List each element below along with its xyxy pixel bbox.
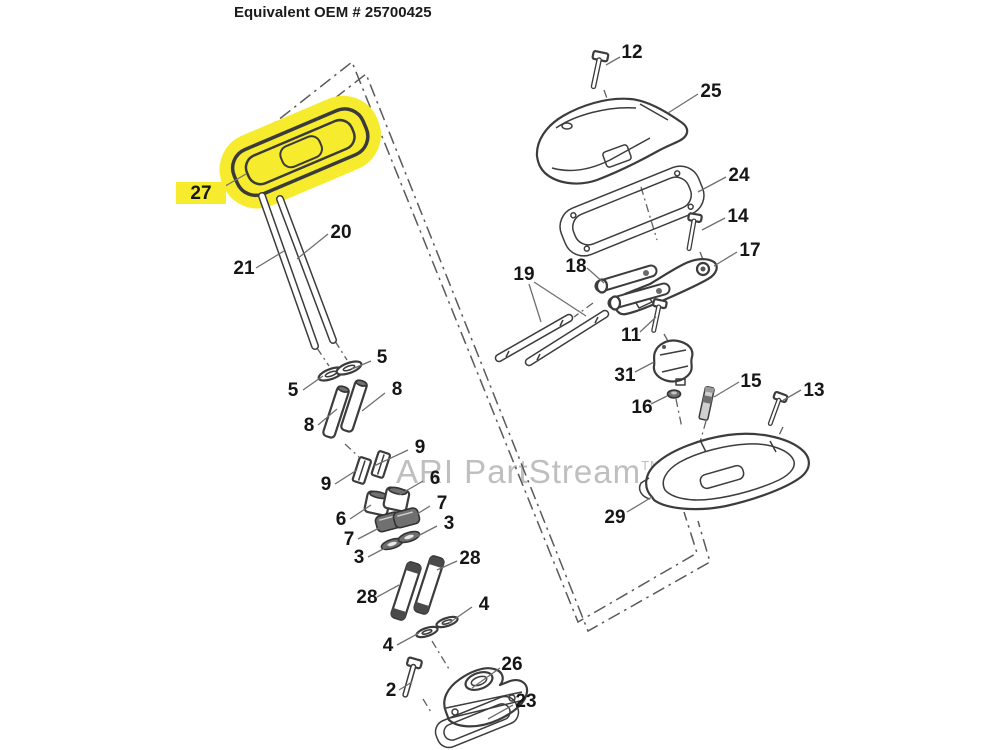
callout-17[interactable]: 17: [739, 240, 760, 261]
callout-5-top[interactable]: 5: [377, 347, 388, 368]
part-7-pucks[interactable]: [374, 507, 421, 533]
part-20-push-rod[interactable]: [276, 195, 337, 344]
callout-9-left[interactable]: 9: [321, 474, 332, 495]
callout-4-left[interactable]: 4: [383, 635, 394, 656]
callout-24[interactable]: 24: [728, 165, 750, 186]
callout-27[interactable]: 27: [190, 183, 211, 204]
part-16-nut[interactable]: [666, 389, 682, 399]
callout-12[interactable]: 12: [621, 42, 642, 63]
part-8-tubes[interactable]: [322, 379, 368, 439]
callout-20[interactable]: 20: [330, 222, 351, 243]
part-27-gasket-highlighted[interactable]: [217, 94, 383, 211]
callout-labels: 27 20 21 5 5 8 8 9 9 6 6 7 7 3 3 28 28 4…: [176, 42, 825, 712]
callout-7-left[interactable]: 7: [344, 529, 355, 550]
callout-4-right[interactable]: 4: [479, 594, 490, 615]
callout-23[interactable]: 23: [515, 691, 536, 712]
callout-8-right[interactable]: 8: [392, 379, 403, 400]
part-4-orings[interactable]: [415, 615, 459, 639]
callout-31[interactable]: 31: [614, 365, 636, 386]
callout-28-right[interactable]: 28: [459, 548, 480, 569]
part-28-tubes[interactable]: [390, 555, 445, 621]
callout-15[interactable]: 15: [740, 371, 762, 392]
callout-29[interactable]: 29: [604, 507, 625, 528]
part-11-bolt[interactable]: [648, 298, 668, 333]
callout-2[interactable]: 2: [386, 680, 397, 701]
watermark-text: ARI PartStreamTM: [396, 453, 662, 490]
part-24-gasket[interactable]: [554, 160, 710, 262]
part-21-push-rod[interactable]: [258, 192, 319, 350]
callout-3-right[interactable]: 3: [444, 513, 455, 534]
callout-5-left[interactable]: 5: [288, 380, 299, 401]
part-9-clips[interactable]: [351, 450, 391, 485]
callout-11[interactable]: 11: [621, 325, 642, 346]
callout-13[interactable]: 13: [803, 380, 824, 401]
callout-26[interactable]: 26: [501, 654, 522, 675]
part-23-gasket[interactable]: [432, 693, 522, 750]
part-12-bolt[interactable]: [587, 50, 610, 90]
part-25-valve-cover[interactable]: [535, 97, 689, 185]
callout-18[interactable]: 18: [565, 256, 586, 277]
part-31-bracket[interactable]: [652, 339, 694, 386]
callout-19[interactable]: 19: [513, 264, 534, 285]
callout-16[interactable]: 16: [631, 397, 652, 418]
part-3-seals[interactable]: [380, 529, 421, 551]
part-15-stud[interactable]: [698, 385, 715, 421]
callout-27-highlight: [176, 182, 226, 204]
part-29-base-cover[interactable]: [638, 432, 810, 511]
callout-21[interactable]: 21: [233, 258, 255, 279]
callout-9-right[interactable]: 9: [415, 437, 426, 458]
callout-28-left[interactable]: 28: [356, 587, 377, 608]
part-2-bolt[interactable]: [399, 656, 423, 698]
part-13-bolt[interactable]: [765, 390, 789, 427]
part-14-bolt[interactable]: [683, 212, 703, 252]
callout-25[interactable]: 25: [700, 81, 722, 102]
part-18-rocker-arms[interactable]: [594, 264, 671, 311]
callout-7-right[interactable]: 7: [437, 493, 448, 514]
part-27-highlight-glow: [219, 95, 381, 209]
part-19-rocker-shafts[interactable]: [494, 309, 610, 367]
callout-3-left[interactable]: 3: [354, 547, 365, 568]
oem-equivalent-label: Equivalent OEM # 25700425: [234, 4, 432, 21]
part-5-washers[interactable]: [317, 359, 363, 383]
callout-14[interactable]: 14: [727, 206, 749, 227]
callout-6-left[interactable]: 6: [336, 509, 347, 530]
callout-8-left[interactable]: 8: [304, 415, 315, 436]
callout-6-right[interactable]: 6: [430, 468, 441, 489]
